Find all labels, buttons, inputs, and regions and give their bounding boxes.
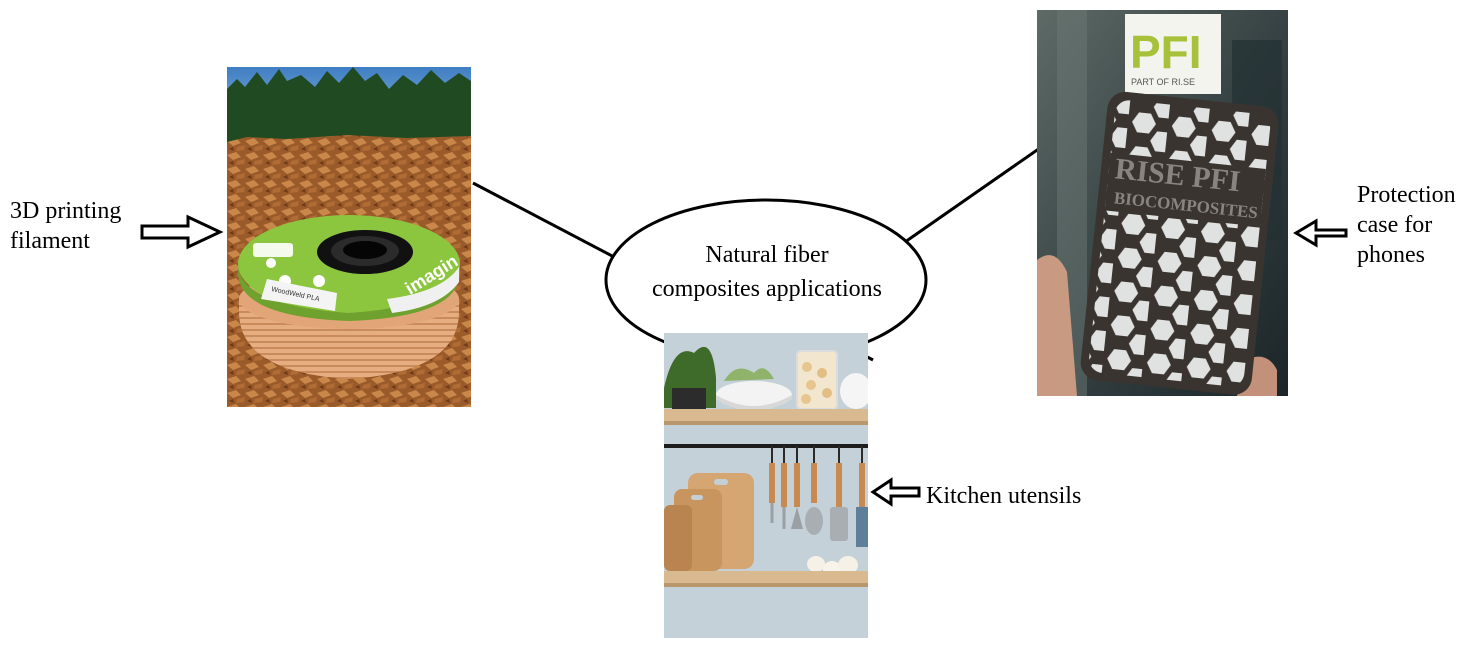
arrow-left-icon	[1293, 218, 1348, 248]
case-label-line1: Protection	[1357, 182, 1456, 208]
case-label-line2: case for	[1357, 212, 1433, 238]
filament-photo: imagin WoodWeld PLA	[227, 67, 471, 407]
case-label: Protection case for phones	[1357, 180, 1477, 270]
kitchen-label: Kitchen utensils	[926, 483, 1082, 509]
connector-filament	[472, 181, 617, 260]
connector-case	[904, 146, 1041, 244]
filament-label-line2: filament	[10, 228, 90, 254]
arrow-right-icon	[140, 214, 224, 250]
case-label-line3: phones	[1357, 242, 1425, 268]
center-label-line1: Natural fiber	[705, 242, 829, 268]
filament-label: 3D printing filament	[10, 196, 121, 256]
arrow-left-icon	[870, 477, 921, 507]
case-sign-text: PFI	[1130, 26, 1202, 78]
center-label: Natural fiber composites applications	[612, 238, 922, 306]
center-label-line2: composites applications	[652, 276, 882, 302]
kitchen-photo	[664, 333, 868, 638]
filament-label-line1: 3D printing	[10, 198, 122, 224]
case-sign-subtext: PART OF RI.SE	[1131, 77, 1195, 87]
phone-case-photo: PFI PART OF RI.SE RISE PFI BIOCOMPOSITES	[1037, 10, 1288, 396]
